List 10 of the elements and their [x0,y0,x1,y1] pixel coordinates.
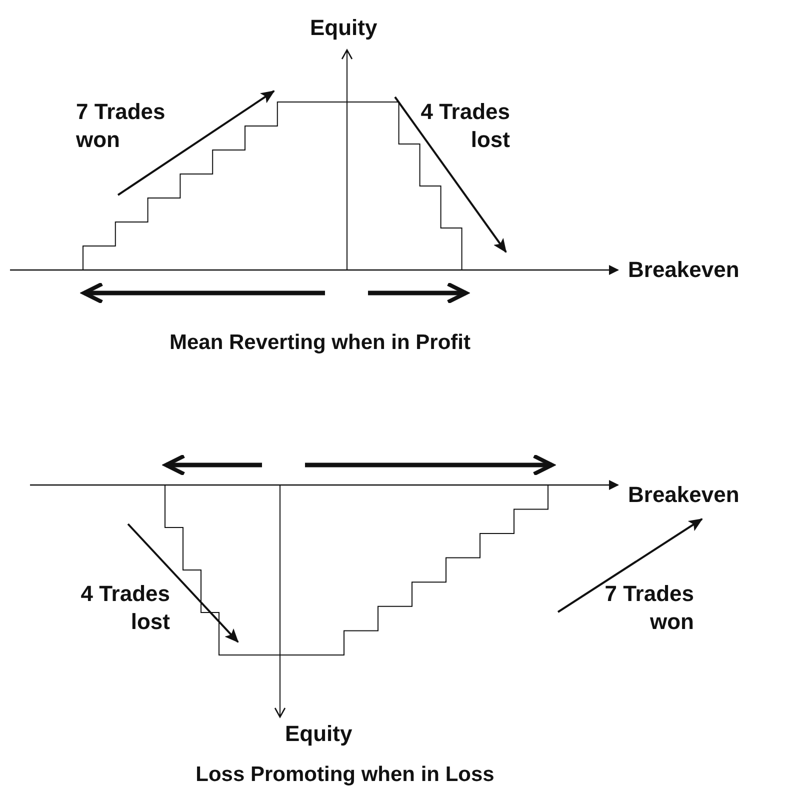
chart-label: 4 Trades lost [420,98,510,153]
chart-label: Breakeven [628,481,740,508]
chart-label: Mean Reverting when in Profit [168,330,472,356]
chart-label: 4 Trades lost [80,580,170,635]
chart-label: Equity [285,720,354,748]
chart-label: Equity [310,14,378,42]
chart-label: Breakeven [628,256,740,284]
chart-label: 7 Trades won [76,98,166,153]
chart-label: Loss Promoting when in Loss [194,762,496,788]
chart-label: 7 Trades won [604,580,694,635]
